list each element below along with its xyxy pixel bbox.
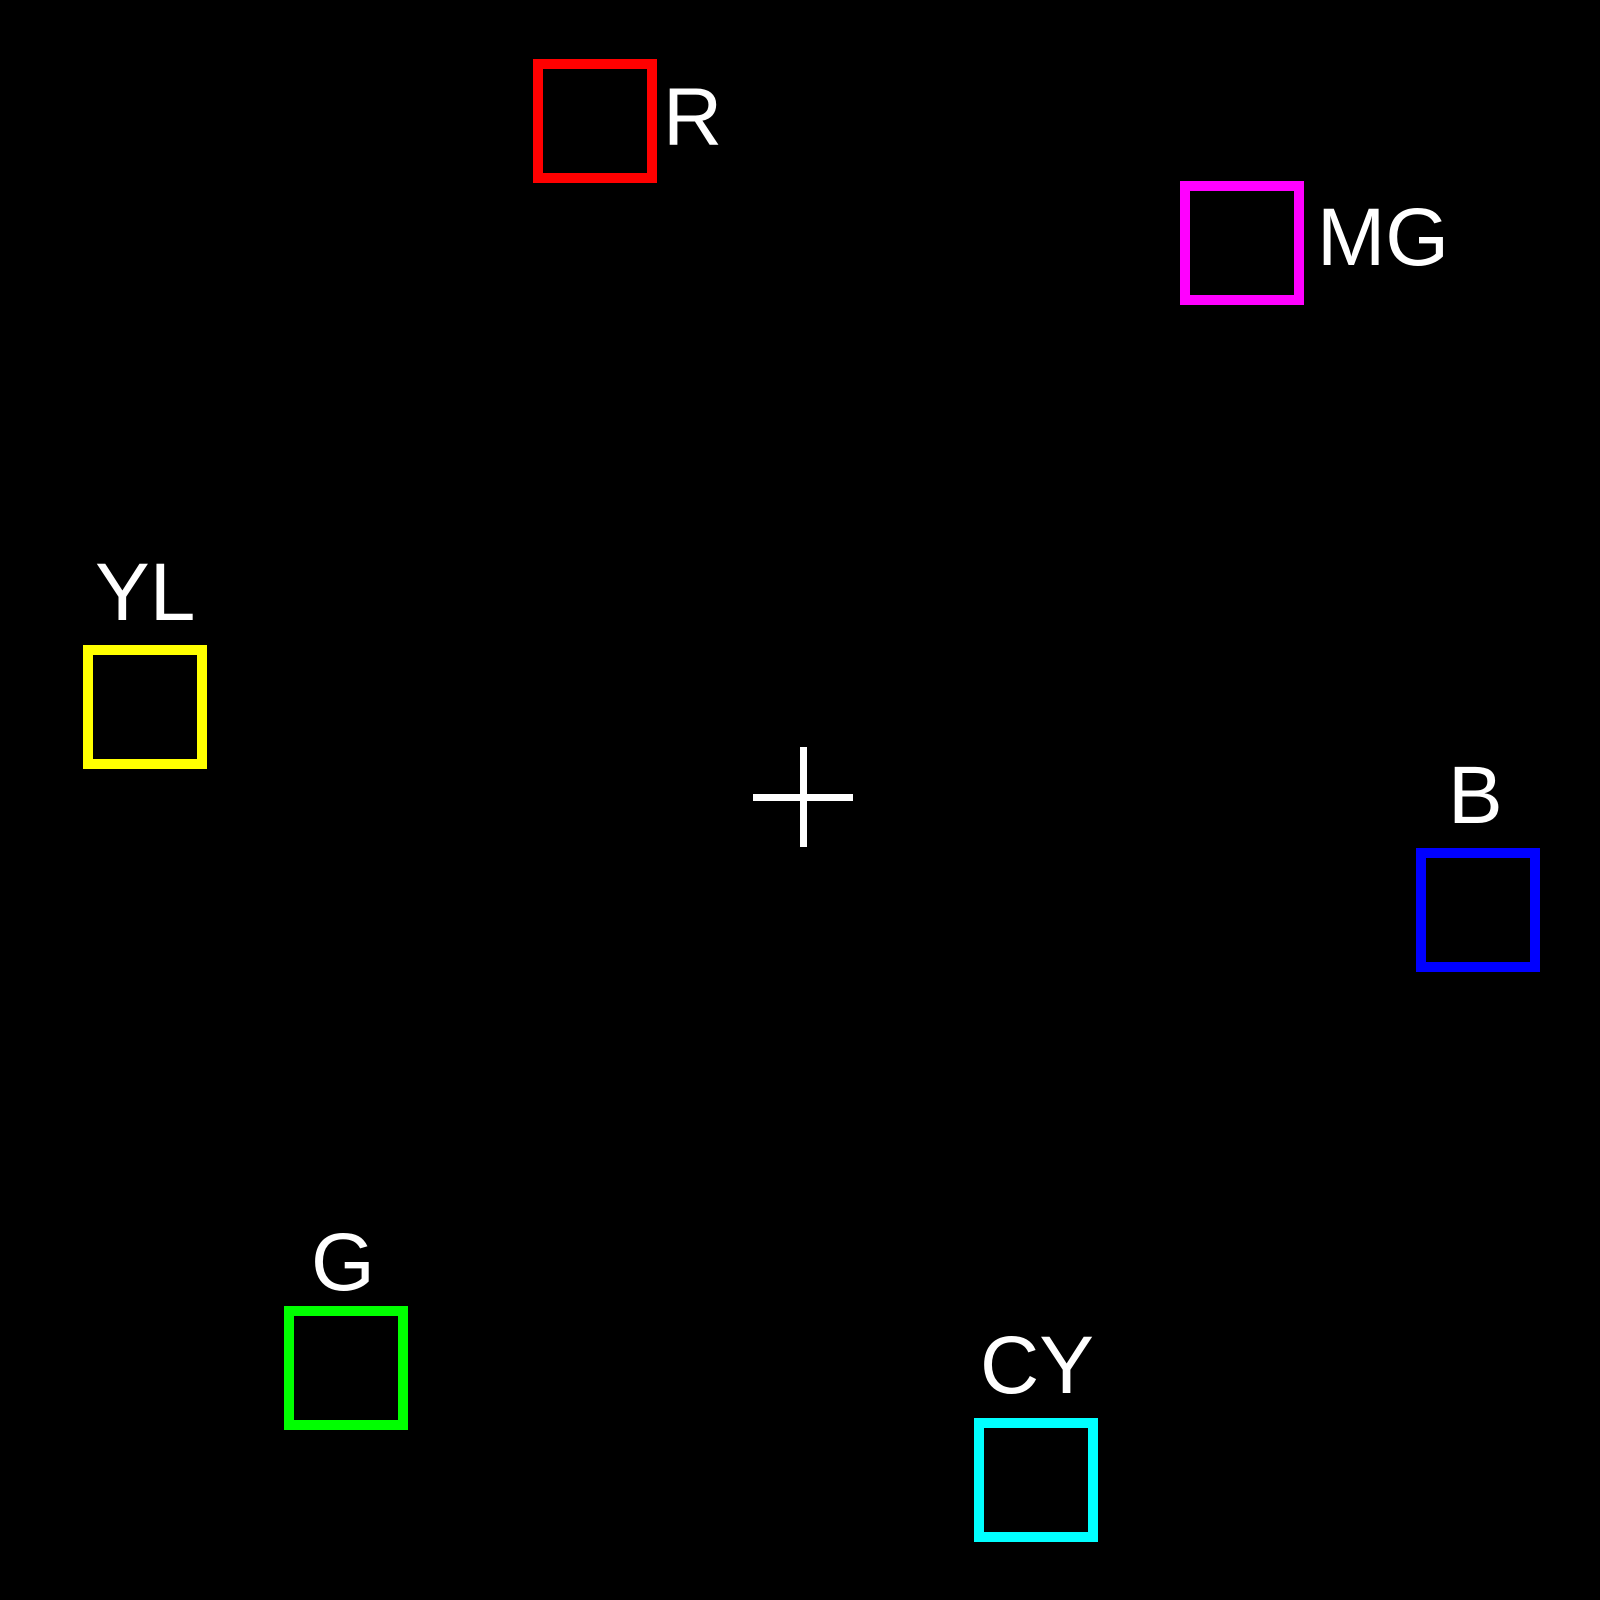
target-box-yellow — [83, 645, 207, 769]
target-label-magenta: MG — [1317, 192, 1450, 283]
target-box-blue — [1416, 848, 1540, 972]
target-box-green — [284, 1306, 408, 1430]
target-label-blue: B — [1448, 750, 1503, 841]
target-box-magenta — [1180, 181, 1304, 305]
target-label-red: R — [663, 72, 723, 163]
target-label-green: G — [311, 1217, 375, 1308]
target-box-cyan — [974, 1418, 1098, 1542]
target-label-yellow: YL — [95, 547, 196, 638]
target-box-red — [533, 59, 657, 183]
crosshair-icon-vertical — [800, 747, 807, 847]
target-label-cyan: CY — [980, 1320, 1094, 1411]
